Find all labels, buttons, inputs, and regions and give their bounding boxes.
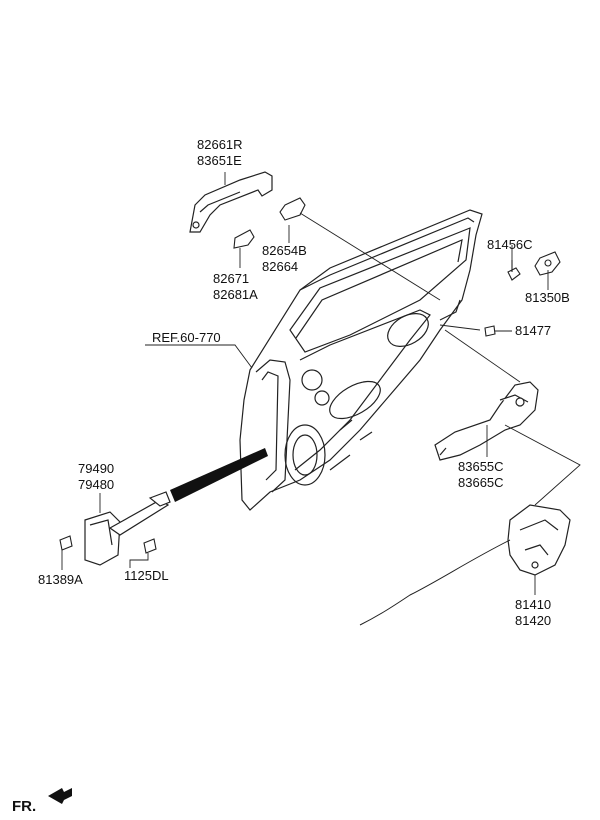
label-outside-handle-2: 83651E [197, 153, 242, 168]
label-handle-cover-1: 82654B [262, 243, 307, 258]
label-bolt-side: 81477 [515, 323, 552, 338]
label-gasket-2: 82681A [213, 287, 258, 302]
label-checker-1: 79490 [78, 461, 115, 476]
label-bolt-upper: 81456C [487, 237, 533, 252]
checker-arm-indicator [170, 448, 268, 502]
label-latch-1: 81410 [515, 597, 552, 612]
latch-cable [359, 539, 511, 626]
label-latch-2: 81420 [515, 613, 552, 628]
label-checker-2: 79480 [78, 477, 115, 492]
leader-lines [61, 172, 581, 595]
front-indicator-label: FR. [12, 798, 37, 815]
label-outside-handle-1: 82661R [197, 137, 243, 152]
front-arrow-icon [48, 788, 72, 804]
door-checker-part [84, 491, 171, 566]
label-checker-bolt-left: 81389A [38, 572, 83, 587]
label-inside-handle-2: 83665C [458, 475, 504, 490]
label-striker-plate: 81350B [525, 290, 570, 305]
label-handle-cover-2: 82664 [262, 259, 299, 274]
door-latch-part [507, 504, 571, 576]
outside-handle-part [189, 171, 273, 233]
label-ref: REF.60-770 [152, 330, 221, 345]
checker-bolts [59, 535, 157, 554]
label-gasket-1: 82671 [213, 271, 250, 286]
handle-gasket-part [233, 197, 306, 249]
label-inside-handle-1: 83655C [458, 459, 504, 474]
striker-parts [484, 251, 561, 337]
label-checker-bolt-right: 1125DL [124, 568, 169, 583]
inside-handle-part [434, 381, 539, 461]
